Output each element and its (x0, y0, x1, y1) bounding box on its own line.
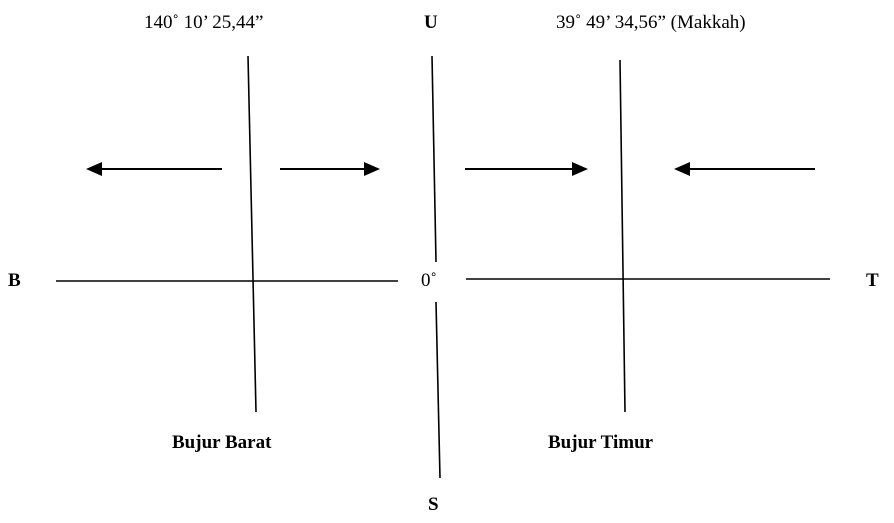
south-meridian-line (435, 301, 441, 479)
north-label: U (424, 12, 438, 33)
arrow-right-icon (465, 162, 588, 176)
east-label: T (866, 270, 879, 291)
east-coordinate-label: 39˚ 49’ 34,56” (Makkah) (556, 12, 746, 33)
west-longitude-line (247, 55, 257, 413)
east-longitude-label: Bujur Timur (548, 432, 654, 453)
west-longitude-label: Bujur Barat (172, 432, 272, 453)
east-longitude-line (619, 59, 626, 413)
origin-label: 0˚ (421, 270, 437, 291)
arrow-left-icon (86, 162, 222, 176)
west-label: B (8, 270, 21, 291)
arrow-left-icon (674, 162, 815, 176)
south-label: S (428, 494, 439, 515)
north-meridian-line (431, 55, 437, 263)
west-coordinate-label: 140˚ 10’ 25,44” (144, 12, 263, 33)
arrow-right-icon (280, 162, 380, 176)
